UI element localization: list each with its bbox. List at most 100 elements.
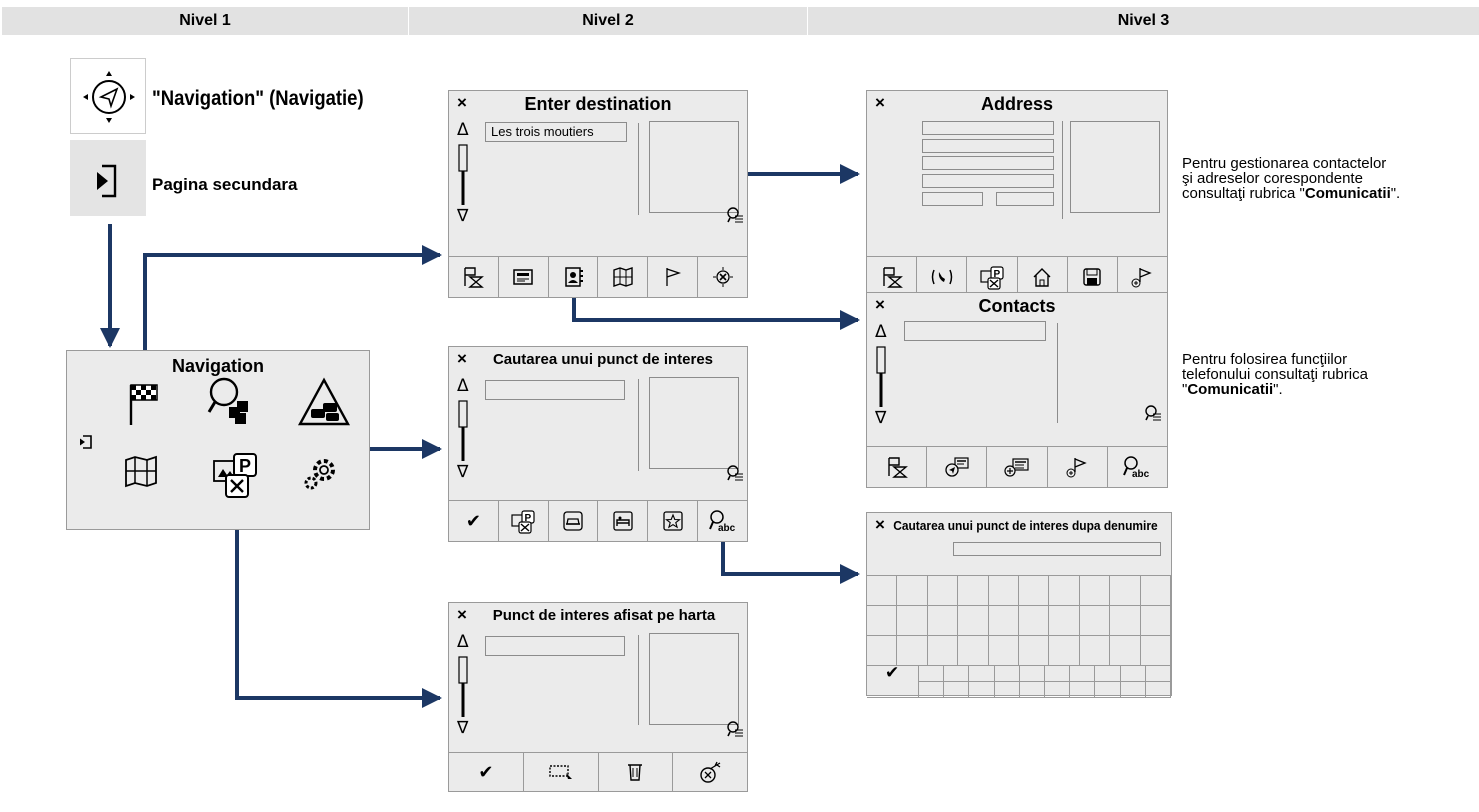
keyboard-key[interactable]: [867, 666, 919, 698]
keyboard-key[interactable]: [988, 606, 1019, 636]
keyboard-key[interactable]: [1120, 666, 1146, 682]
keyboard-key[interactable]: [919, 682, 945, 698]
scrollbar[interactable]: Δ ∇: [456, 376, 473, 482]
keyboard-key[interactable]: [958, 606, 989, 636]
close-icon[interactable]: ×: [875, 93, 885, 112]
map-icon[interactable]: [123, 455, 159, 488]
navigation-hardkey[interactable]: [70, 58, 146, 134]
flag-hourglass-button[interactable]: [867, 257, 918, 297]
call-button[interactable]: [917, 257, 968, 297]
address-field-6[interactable]: [996, 192, 1054, 206]
keyboard-key[interactable]: [988, 636, 1019, 666]
check-icon[interactable]: ✔: [885, 663, 900, 682]
destination-field[interactable]: Les trois moutiers: [485, 122, 627, 142]
zoom-list-icon[interactable]: [1145, 405, 1161, 421]
keyboard-key[interactable]: [1079, 576, 1111, 606]
keyboard-key[interactable]: [867, 606, 898, 636]
keyboard-key[interactable]: [1145, 682, 1171, 698]
keyboard-key[interactable]: [1019, 682, 1045, 698]
scrollbar[interactable]: Δ ∇: [456, 632, 473, 738]
address-field-3[interactable]: [922, 156, 1054, 170]
scrollbar[interactable]: Δ ∇: [874, 322, 891, 428]
keyboard-key[interactable]: [867, 576, 898, 606]
keyboard-key[interactable]: [944, 682, 970, 698]
search-by-name-button[interactable]: abc: [698, 501, 747, 541]
home-button[interactable]: [1018, 257, 1068, 297]
keyboard-key[interactable]: [969, 682, 995, 698]
select-area-button[interactable]: [524, 753, 599, 791]
keyboard-key[interactable]: [919, 666, 945, 682]
back-arrow-icon[interactable]: [77, 433, 95, 451]
traffic-warning-icon[interactable]: [297, 377, 351, 427]
keyboard-key[interactable]: [944, 666, 970, 682]
keyboard-key[interactable]: [927, 606, 959, 636]
keyboard-key[interactable]: [927, 576, 959, 606]
contacts-button[interactable]: [549, 257, 599, 297]
poi-search-field[interactable]: [485, 380, 625, 400]
secondary-page-key[interactable]: [70, 140, 146, 216]
keyboard-key[interactable]: [1110, 606, 1141, 636]
scrollbar[interactable]: Δ ∇: [456, 120, 473, 226]
poi-search-icon[interactable]: [207, 375, 257, 429]
address-field-2[interactable]: [922, 139, 1054, 153]
confirm-button[interactable]: ✔: [449, 753, 524, 791]
keyboard-key[interactable]: [1079, 636, 1111, 666]
poi-name-field[interactable]: [953, 542, 1161, 556]
zoom-list-icon[interactable]: [727, 721, 743, 737]
zoom-list-icon[interactable]: [727, 465, 743, 481]
keyboard-key[interactable]: [958, 636, 989, 666]
close-icon[interactable]: ×: [457, 605, 467, 624]
keyboard-key[interactable]: [1045, 666, 1071, 682]
flag-button[interactable]: [648, 257, 699, 297]
keyboard-key[interactable]: [1140, 576, 1171, 606]
add-waypoint-button[interactable]: [1118, 257, 1167, 297]
keyboard-key[interactable]: [1079, 606, 1111, 636]
confirm-button[interactable]: ✔: [449, 501, 499, 541]
flag-hourglass-button[interactable]: [867, 447, 928, 487]
keyboard-key[interactable]: [1145, 666, 1171, 682]
keyboard-key[interactable]: [1140, 606, 1171, 636]
flag-hourglass-button[interactable]: [449, 257, 499, 297]
save-button[interactable]: [1068, 257, 1118, 297]
address-field-4[interactable]: [922, 174, 1054, 188]
keyboard-key[interactable]: [1049, 606, 1080, 636]
keyboard-key[interactable]: [1140, 636, 1171, 666]
keyboard-key[interactable]: [1070, 682, 1096, 698]
keyboard-key[interactable]: [1110, 636, 1141, 666]
navigate-to-contact-button[interactable]: [927, 447, 988, 487]
address-field-5[interactable]: [922, 192, 983, 206]
keyboard-key[interactable]: [969, 666, 995, 682]
keyboard-key[interactable]: [1019, 576, 1050, 606]
keyboard-key[interactable]: [994, 666, 1020, 682]
close-icon[interactable]: ×: [875, 295, 885, 314]
keyboard-key[interactable]: [1045, 682, 1071, 698]
address-field-1[interactable]: [922, 121, 1054, 135]
keyboard-key[interactable]: [1070, 666, 1096, 682]
add-waypoint-button[interactable]: [1048, 447, 1108, 487]
poi-categories-icon[interactable]: P: [212, 451, 260, 499]
usb-import-button[interactable]: [673, 753, 747, 791]
contacts-search-field[interactable]: [904, 321, 1046, 341]
close-icon[interactable]: ×: [875, 515, 885, 534]
keyboard-key[interactable]: [927, 636, 959, 666]
keyboard-key[interactable]: [1019, 666, 1045, 682]
keyboard-key[interactable]: [1120, 682, 1146, 698]
keyboard-key[interactable]: [958, 576, 989, 606]
poi-field[interactable]: [485, 636, 625, 656]
close-icon[interactable]: ×: [457, 93, 467, 112]
map-select-button[interactable]: [598, 257, 649, 297]
keyboard-key[interactable]: [988, 576, 1019, 606]
car-services-button[interactable]: [549, 501, 599, 541]
gps-position-button[interactable]: [698, 257, 747, 297]
keyboard-key[interactable]: [1110, 576, 1141, 606]
settings-gears-icon[interactable]: [303, 455, 339, 491]
keyboard-key[interactable]: [897, 636, 928, 666]
zoom-list-icon[interactable]: [727, 207, 743, 223]
keyboard-key[interactable]: [867, 636, 898, 666]
poi-categories-button[interactable]: P: [499, 501, 549, 541]
keyboard-key[interactable]: [1049, 636, 1080, 666]
keyboard-key[interactable]: [1019, 636, 1050, 666]
keyboard-key[interactable]: [1095, 666, 1121, 682]
poi-categories-button[interactable]: P: [967, 257, 1018, 297]
hotel-button[interactable]: [598, 501, 649, 541]
